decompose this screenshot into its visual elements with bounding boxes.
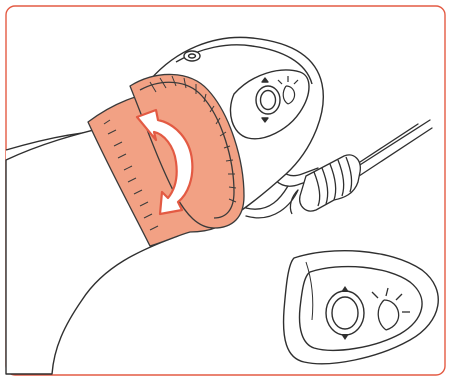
housing-screw bbox=[184, 51, 200, 61]
